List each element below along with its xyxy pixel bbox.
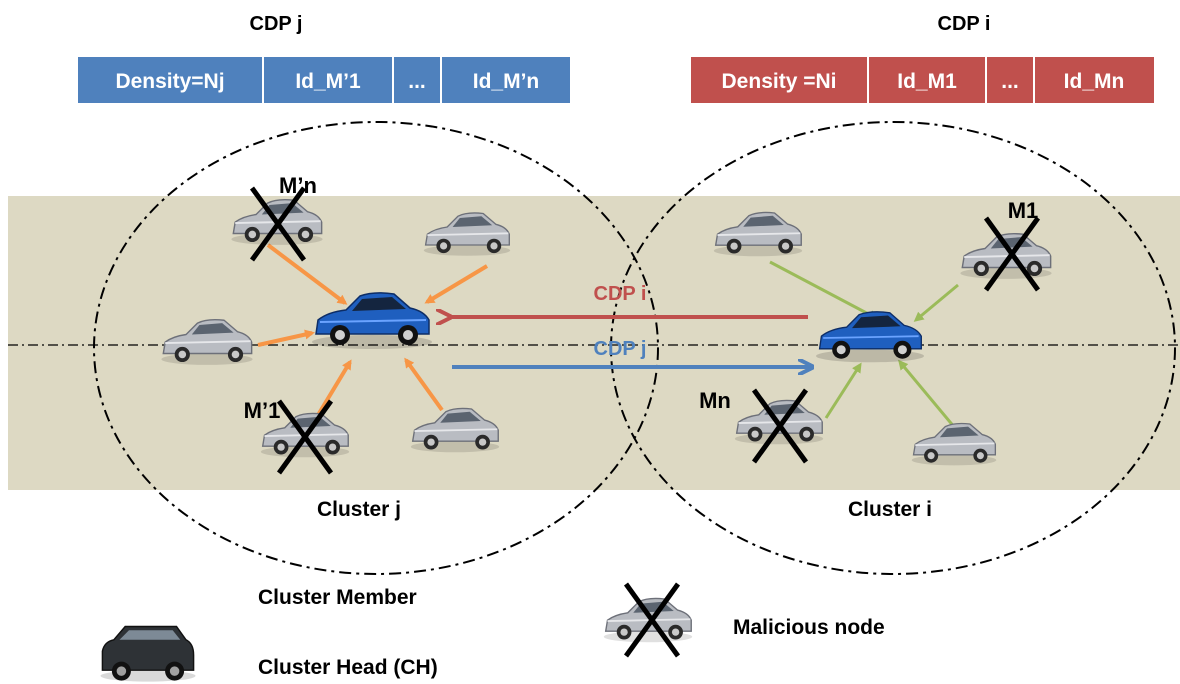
member-label-m1: M1 — [1008, 198, 1039, 223]
legend: Cluster Member Cluster Head (CH) Malicio… — [99, 584, 885, 683]
member-arrow — [769, 260, 879, 320]
cdp-j-packet: Density=Nj Id_M’1 ... Id_M’n — [78, 57, 570, 103]
member-label-m-prime-1: M’1 — [244, 398, 281, 423]
member-arrow — [824, 362, 862, 419]
member-arrow — [898, 359, 957, 429]
silver-sedan-icon — [602, 597, 694, 644]
cdp-j-title: CDP j — [250, 13, 303, 35]
cluster-i-label: Cluster i — [848, 498, 932, 521]
cdp-i-field-label: Density =Ni — [722, 70, 837, 93]
cdp-i-message-label: CDP i — [594, 283, 647, 305]
cdp-j-field — [78, 57, 262, 103]
legend-member-label: Cluster Member — [258, 586, 417, 609]
cdp-j-field — [264, 57, 392, 103]
member-arrow — [257, 329, 315, 347]
cdp-j-field-label: Density=Nj — [115, 70, 224, 93]
cdp-j-field — [442, 57, 570, 103]
member-arrow — [404, 357, 444, 412]
cdp-i-field-label: Id_M1 — [897, 70, 957, 93]
cdp-i-field-label: Id_Mn — [1064, 70, 1125, 93]
cdp-j-field-label: Id_M’1 — [295, 70, 361, 93]
cdp-j-message-label: CDP j — [594, 338, 647, 360]
cluster-i-boundary — [610, 121, 1176, 575]
cdp-i-field — [691, 57, 867, 103]
member-arrow — [424, 264, 489, 304]
member-label-m-prime-n: M’n — [279, 173, 317, 198]
cluster-j-label: Cluster j — [317, 498, 401, 521]
cluster-i-arrows — [769, 260, 959, 429]
cdp-j-field — [394, 57, 440, 103]
cdp-j-field-label: Id_M’n — [473, 70, 540, 93]
dark-suv-icon — [99, 625, 197, 683]
cdp-j-field-label: ... — [408, 70, 426, 93]
cdp-i-field — [987, 57, 1033, 103]
cdp-i-packet: Density =Ni Id_M1 ... Id_Mn — [691, 57, 1154, 103]
cluster-j-boundary — [93, 121, 659, 575]
member-arrow — [266, 243, 348, 305]
cdp-i-field — [869, 57, 985, 103]
cdp-i-title: CDP i — [938, 13, 991, 35]
member-arrow — [913, 283, 959, 322]
legend-head-label: Cluster Head (CH) — [258, 656, 438, 679]
cdp-i-field — [1035, 57, 1154, 103]
legend-malicious-label: Malicious node — [733, 616, 885, 639]
cdp-i-field-label: ... — [1001, 70, 1019, 93]
member-label-mn: Mn — [699, 388, 731, 413]
